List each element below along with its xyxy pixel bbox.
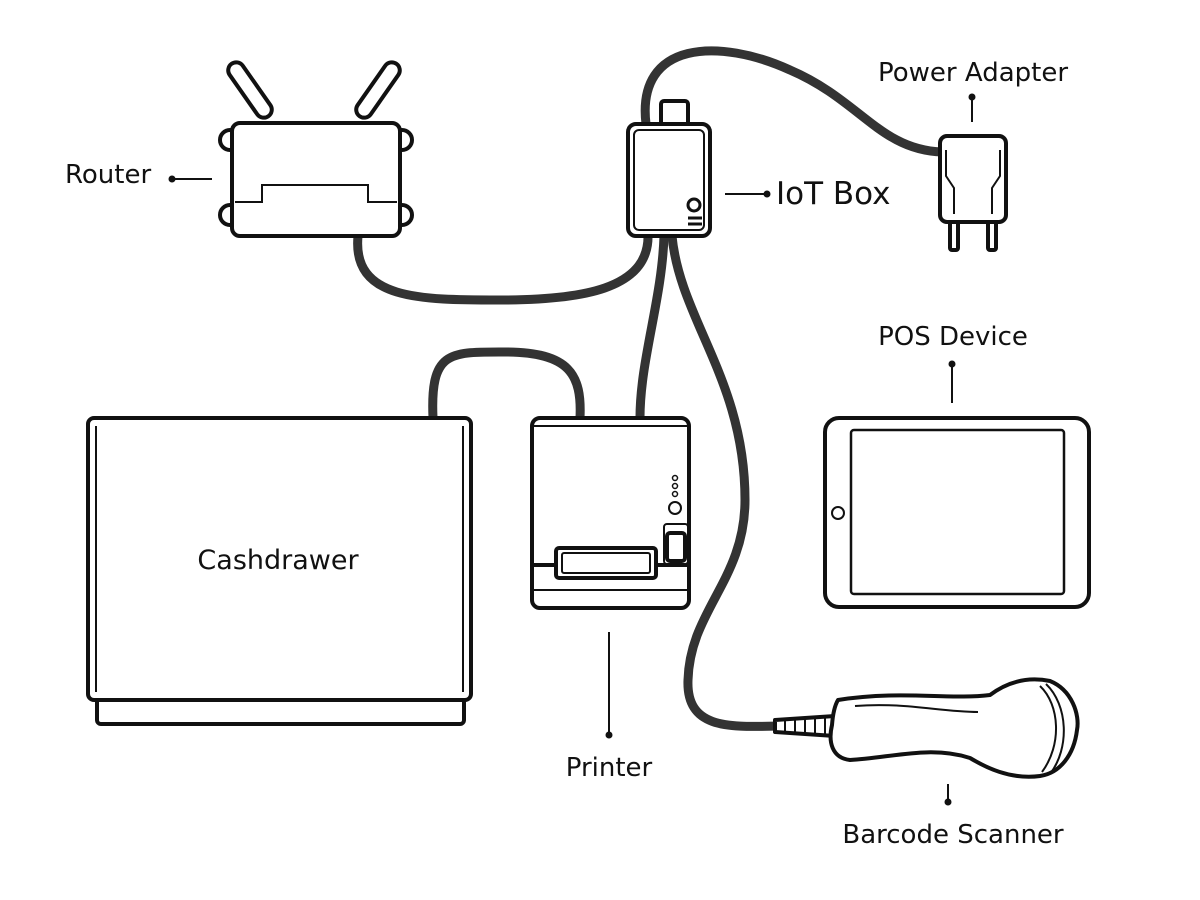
iot-box-inner-panel xyxy=(633,129,705,231)
iot-box-device xyxy=(626,99,712,238)
cable-iot-box-to-printer xyxy=(635,231,669,423)
pos-device-label: POS Device xyxy=(878,322,1028,352)
iot-box-led xyxy=(686,197,702,213)
printer-side-button xyxy=(665,531,687,563)
iot-box-label: IoT Box xyxy=(776,176,891,212)
router-antenna-left xyxy=(226,60,274,120)
leader-lines xyxy=(168,93,976,806)
cashdrawer-inner-line xyxy=(95,426,464,692)
iot-box-leader-dot xyxy=(763,190,771,198)
power-adapter-body xyxy=(938,134,1008,224)
printer-power-button xyxy=(668,501,682,515)
power-adapter-device xyxy=(938,134,1008,252)
printer-paper-slot xyxy=(554,546,658,580)
cashdrawer-label: Cashdrawer xyxy=(197,545,359,576)
printer-leader-dot xyxy=(605,731,613,739)
pos-device xyxy=(823,416,1091,609)
cashdrawer-device xyxy=(86,416,473,726)
printer-side-button-frame xyxy=(663,523,689,565)
cable-iot-box-to-power-adapter xyxy=(640,46,947,157)
barcode-scanner-grip-line xyxy=(854,704,979,713)
pos-device-screen xyxy=(849,428,1066,596)
cable-router-to-iot-box xyxy=(353,229,653,305)
barcode-scanner-head-ridge xyxy=(1045,683,1065,775)
pos-device-leader-dot xyxy=(948,360,956,368)
router-device xyxy=(218,60,414,238)
router-label: Router xyxy=(65,160,151,190)
printer-indicator-light xyxy=(671,490,679,498)
barcode-scanner-relief-ridges xyxy=(784,717,826,735)
power-adapter-prong xyxy=(948,218,960,252)
labels: Router IoT Box Power Adapter POS Device … xyxy=(65,58,1068,850)
barcode-scanner-device xyxy=(773,677,1080,779)
router-body xyxy=(230,121,402,238)
router-antenna-right xyxy=(354,60,402,120)
barcode-scanner-body xyxy=(828,677,1080,779)
printer-paper-slot-inner xyxy=(561,552,651,574)
router-leader-dot xyxy=(168,175,176,183)
power-adapter-contour xyxy=(945,150,955,214)
power-adapter-contour xyxy=(991,150,1001,214)
barcode-scanner-head-ridge xyxy=(1039,685,1058,773)
printer-device xyxy=(530,416,691,610)
printer-indicator-light xyxy=(671,474,679,482)
cashdrawer-body xyxy=(86,416,473,702)
power-adapter-prong xyxy=(986,218,998,252)
cable-iot-box-to-barcode-scanner xyxy=(667,231,785,731)
printer-label: Printer xyxy=(566,753,653,783)
printer-indicator-light xyxy=(671,482,679,490)
cables xyxy=(353,46,947,731)
power-adapter-label: Power Adapter xyxy=(878,58,1068,88)
power-adapter-leader-dot xyxy=(968,93,976,101)
pos-device-home-button xyxy=(831,506,845,520)
cable-cashdrawer-to-printer xyxy=(428,347,585,423)
router-panel-line xyxy=(235,184,397,203)
barcode-scanner-leader-dot xyxy=(944,798,952,806)
barcode-scanner-label: Barcode Scanner xyxy=(842,820,1064,850)
